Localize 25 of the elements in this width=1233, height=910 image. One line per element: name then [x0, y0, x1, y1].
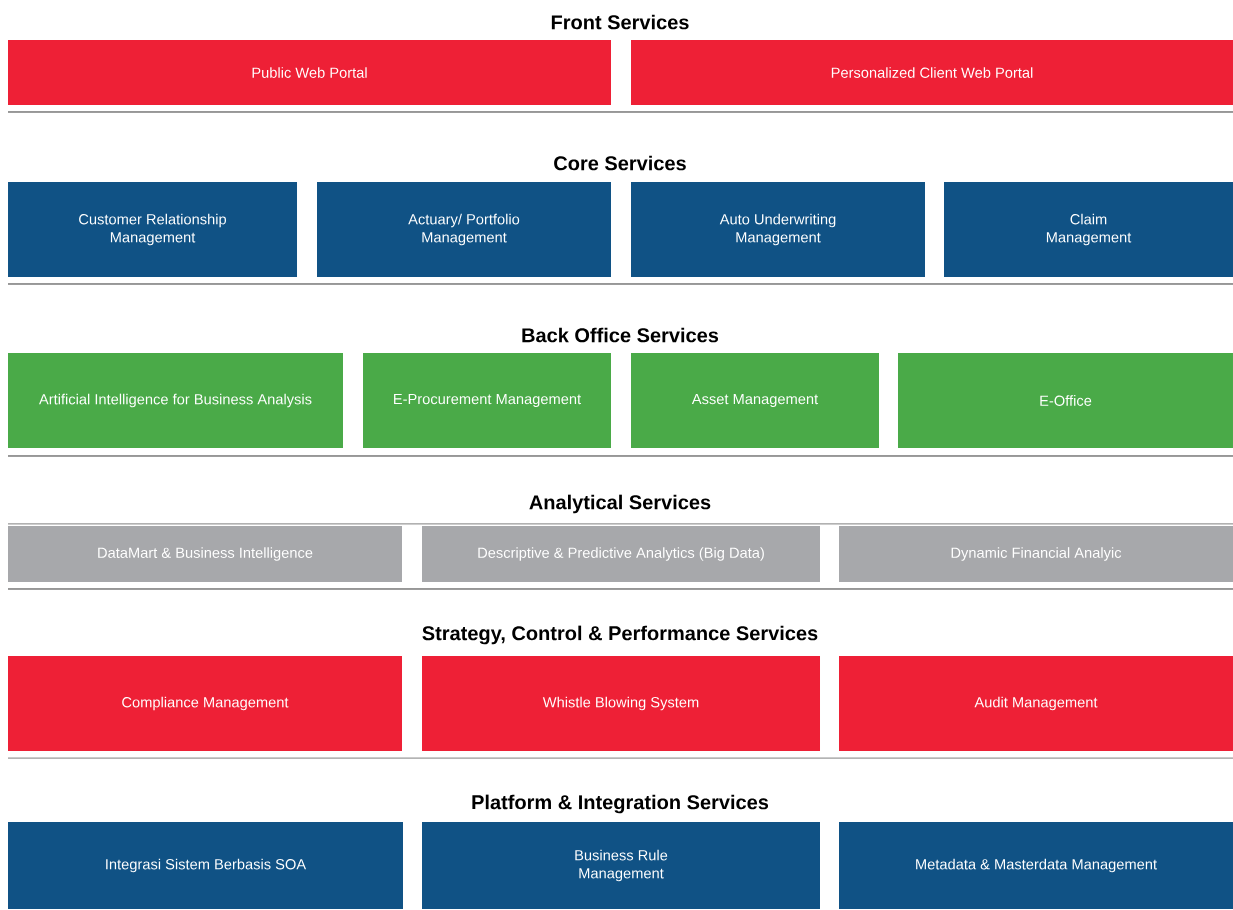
- service-box: Compliance Management: [8, 656, 402, 751]
- section-heading: Front Services: [551, 14, 689, 30]
- service-box: Public Web Portal: [8, 40, 611, 105]
- section-heading: Back Office Services: [522, 327, 719, 343]
- service-box: Artificial Intelligence for Business Analysis: [8, 353, 343, 448]
- service-box: Customer Relationship Management: [8, 182, 297, 277]
- service-box: Whistle Blowing System: [422, 656, 820, 751]
- section-heading: Platform & Integration Services: [472, 794, 769, 814]
- service-box: E-Procurement Management: [363, 353, 611, 448]
- service-box: Audit Management: [839, 656, 1233, 751]
- service-box: Auto Underwriting Management: [631, 182, 925, 277]
- service-box: DataMart & Business Intelligence: [8, 526, 402, 582]
- service-box: Descriptive & Predictive Analytics (Big Data): [422, 526, 820, 582]
- service-box: Business Rule Management: [422, 822, 820, 909]
- service-box: Dynamic Financial Analyic: [839, 526, 1233, 582]
- service-box: Personalized Client Web Portal: [631, 40, 1233, 105]
- service-box: Claim Management: [944, 182, 1233, 277]
- section-heading: Core Services: [554, 155, 686, 171]
- service-box: Asset Management: [631, 353, 879, 448]
- service-box: E-Office: [898, 353, 1233, 448]
- service-box: Actuary/ Portfolio Management: [317, 182, 611, 277]
- service-box: Integrasi Sistem Berbasis SOA: [8, 822, 403, 909]
- service-box: Metadata & Masterdata Management: [839, 822, 1233, 909]
- section-heading: Strategy, Control & Performance Services: [422, 625, 818, 645]
- section-heading: Analytical Services: [529, 494, 711, 514]
